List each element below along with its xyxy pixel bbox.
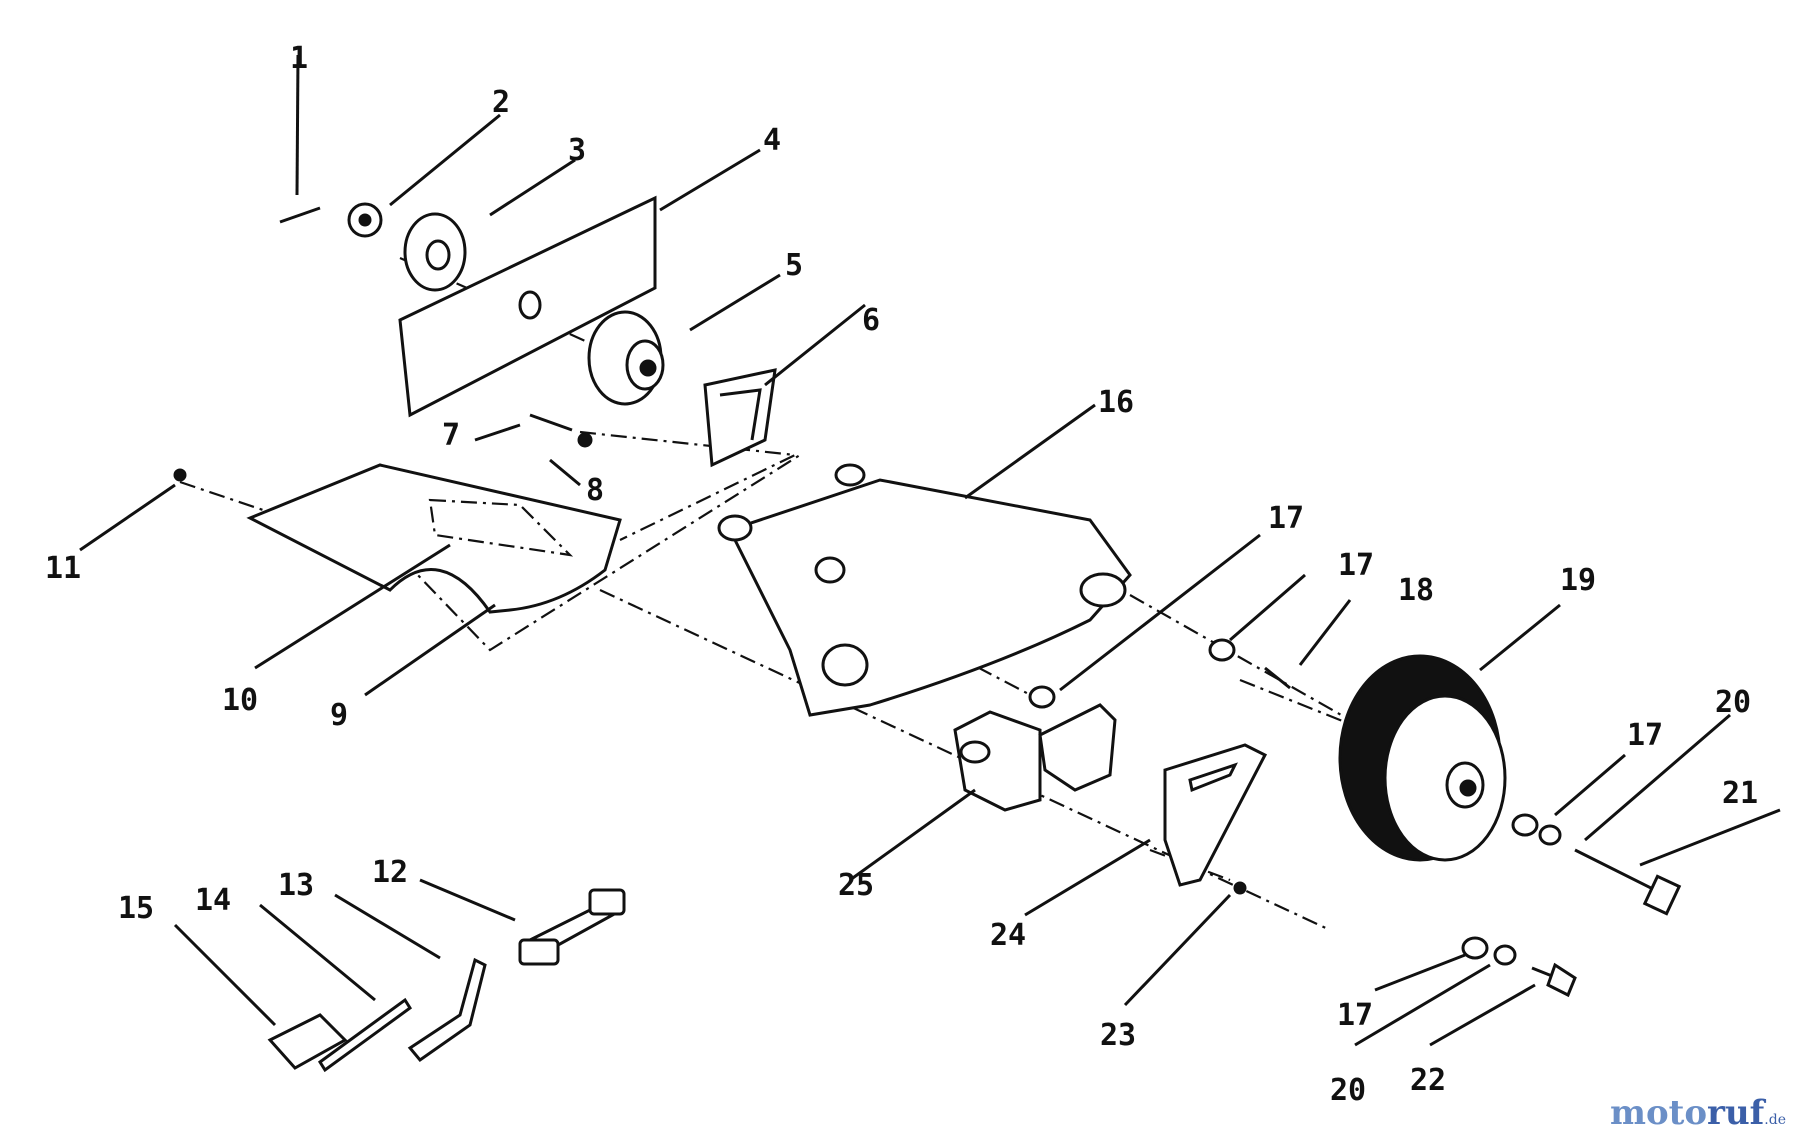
callout-15: 15 [118,891,154,926]
part-1-cotter-pin [279,206,321,224]
callout-13: 13 [278,868,314,903]
callout-25: 25 [838,868,874,903]
part-8-nut [577,432,593,448]
part-13-wrench [407,957,487,1063]
callout-3: 3 [568,133,586,168]
part-20-lock-washers [1493,824,1562,966]
callout-labels: 1 2 3 4 5 6 7 8 9 10 11 12 13 14 15 16 1… [45,41,1758,1108]
callout-17d: 17 [1337,998,1373,1033]
callout-18: 18 [1398,573,1434,608]
callout-16: 16 [1098,385,1134,420]
part-16-housing [717,463,1132,717]
part-12-spark-plug-wrench [518,888,626,966]
callout-21: 21 [1722,776,1758,811]
callout-1: 1 [290,41,308,76]
part-19-wheel [1338,654,1507,862]
callout-12: 12 [372,855,408,890]
callout-17a: 17 [1268,501,1304,536]
callout-19: 19 [1560,563,1596,598]
callout-4: 4 [763,123,781,158]
callout-8: 8 [586,473,604,508]
callout-14: 14 [195,883,231,918]
callout-11: 11 [45,551,81,586]
watermark-text-accent: ruf [1707,1093,1765,1133]
callout-2: 2 [492,85,510,120]
callout-7: 7 [442,418,460,453]
part-15-tag [267,1013,348,1070]
callout-17b: 17 [1338,548,1374,583]
part-4-plate [398,195,657,418]
callout-20a: 20 [1715,685,1751,720]
callout-22: 22 [1410,1063,1446,1098]
watermark-text-main: moto [1609,1093,1708,1133]
callout-24: 24 [990,918,1026,953]
part-22-wing-nut [1531,962,1577,998]
part-2-nut [347,202,383,238]
part-24-bracket [1163,743,1268,887]
part-17-washers [1028,638,1539,960]
part-5-pulley [587,310,665,406]
callout-5: 5 [785,248,803,283]
callout-17c: 17 [1627,718,1663,753]
part-25-gear-box [953,703,1117,812]
part-23-nut [1233,881,1247,895]
part-3-washer [403,212,467,292]
watermark-logo: motoruf.de [1610,1093,1786,1133]
part-21-axle-bolt [1574,848,1682,916]
part-10-decal [428,498,574,557]
leader-lines [79,54,1781,1047]
callout-20b: 20 [1330,1073,1366,1108]
watermark-tld: .de [1764,1112,1786,1128]
part-9-belt-guard [246,463,622,614]
part-6-bracket [703,368,777,468]
part-18-spring [1264,666,1291,690]
part-14-rod [317,997,413,1073]
callout-10: 10 [222,683,258,718]
callout-23: 23 [1100,1018,1136,1053]
part-7-bolt [529,413,573,432]
callout-6: 6 [862,303,880,338]
part-11-screw [173,468,187,482]
callout-9: 9 [330,698,348,733]
